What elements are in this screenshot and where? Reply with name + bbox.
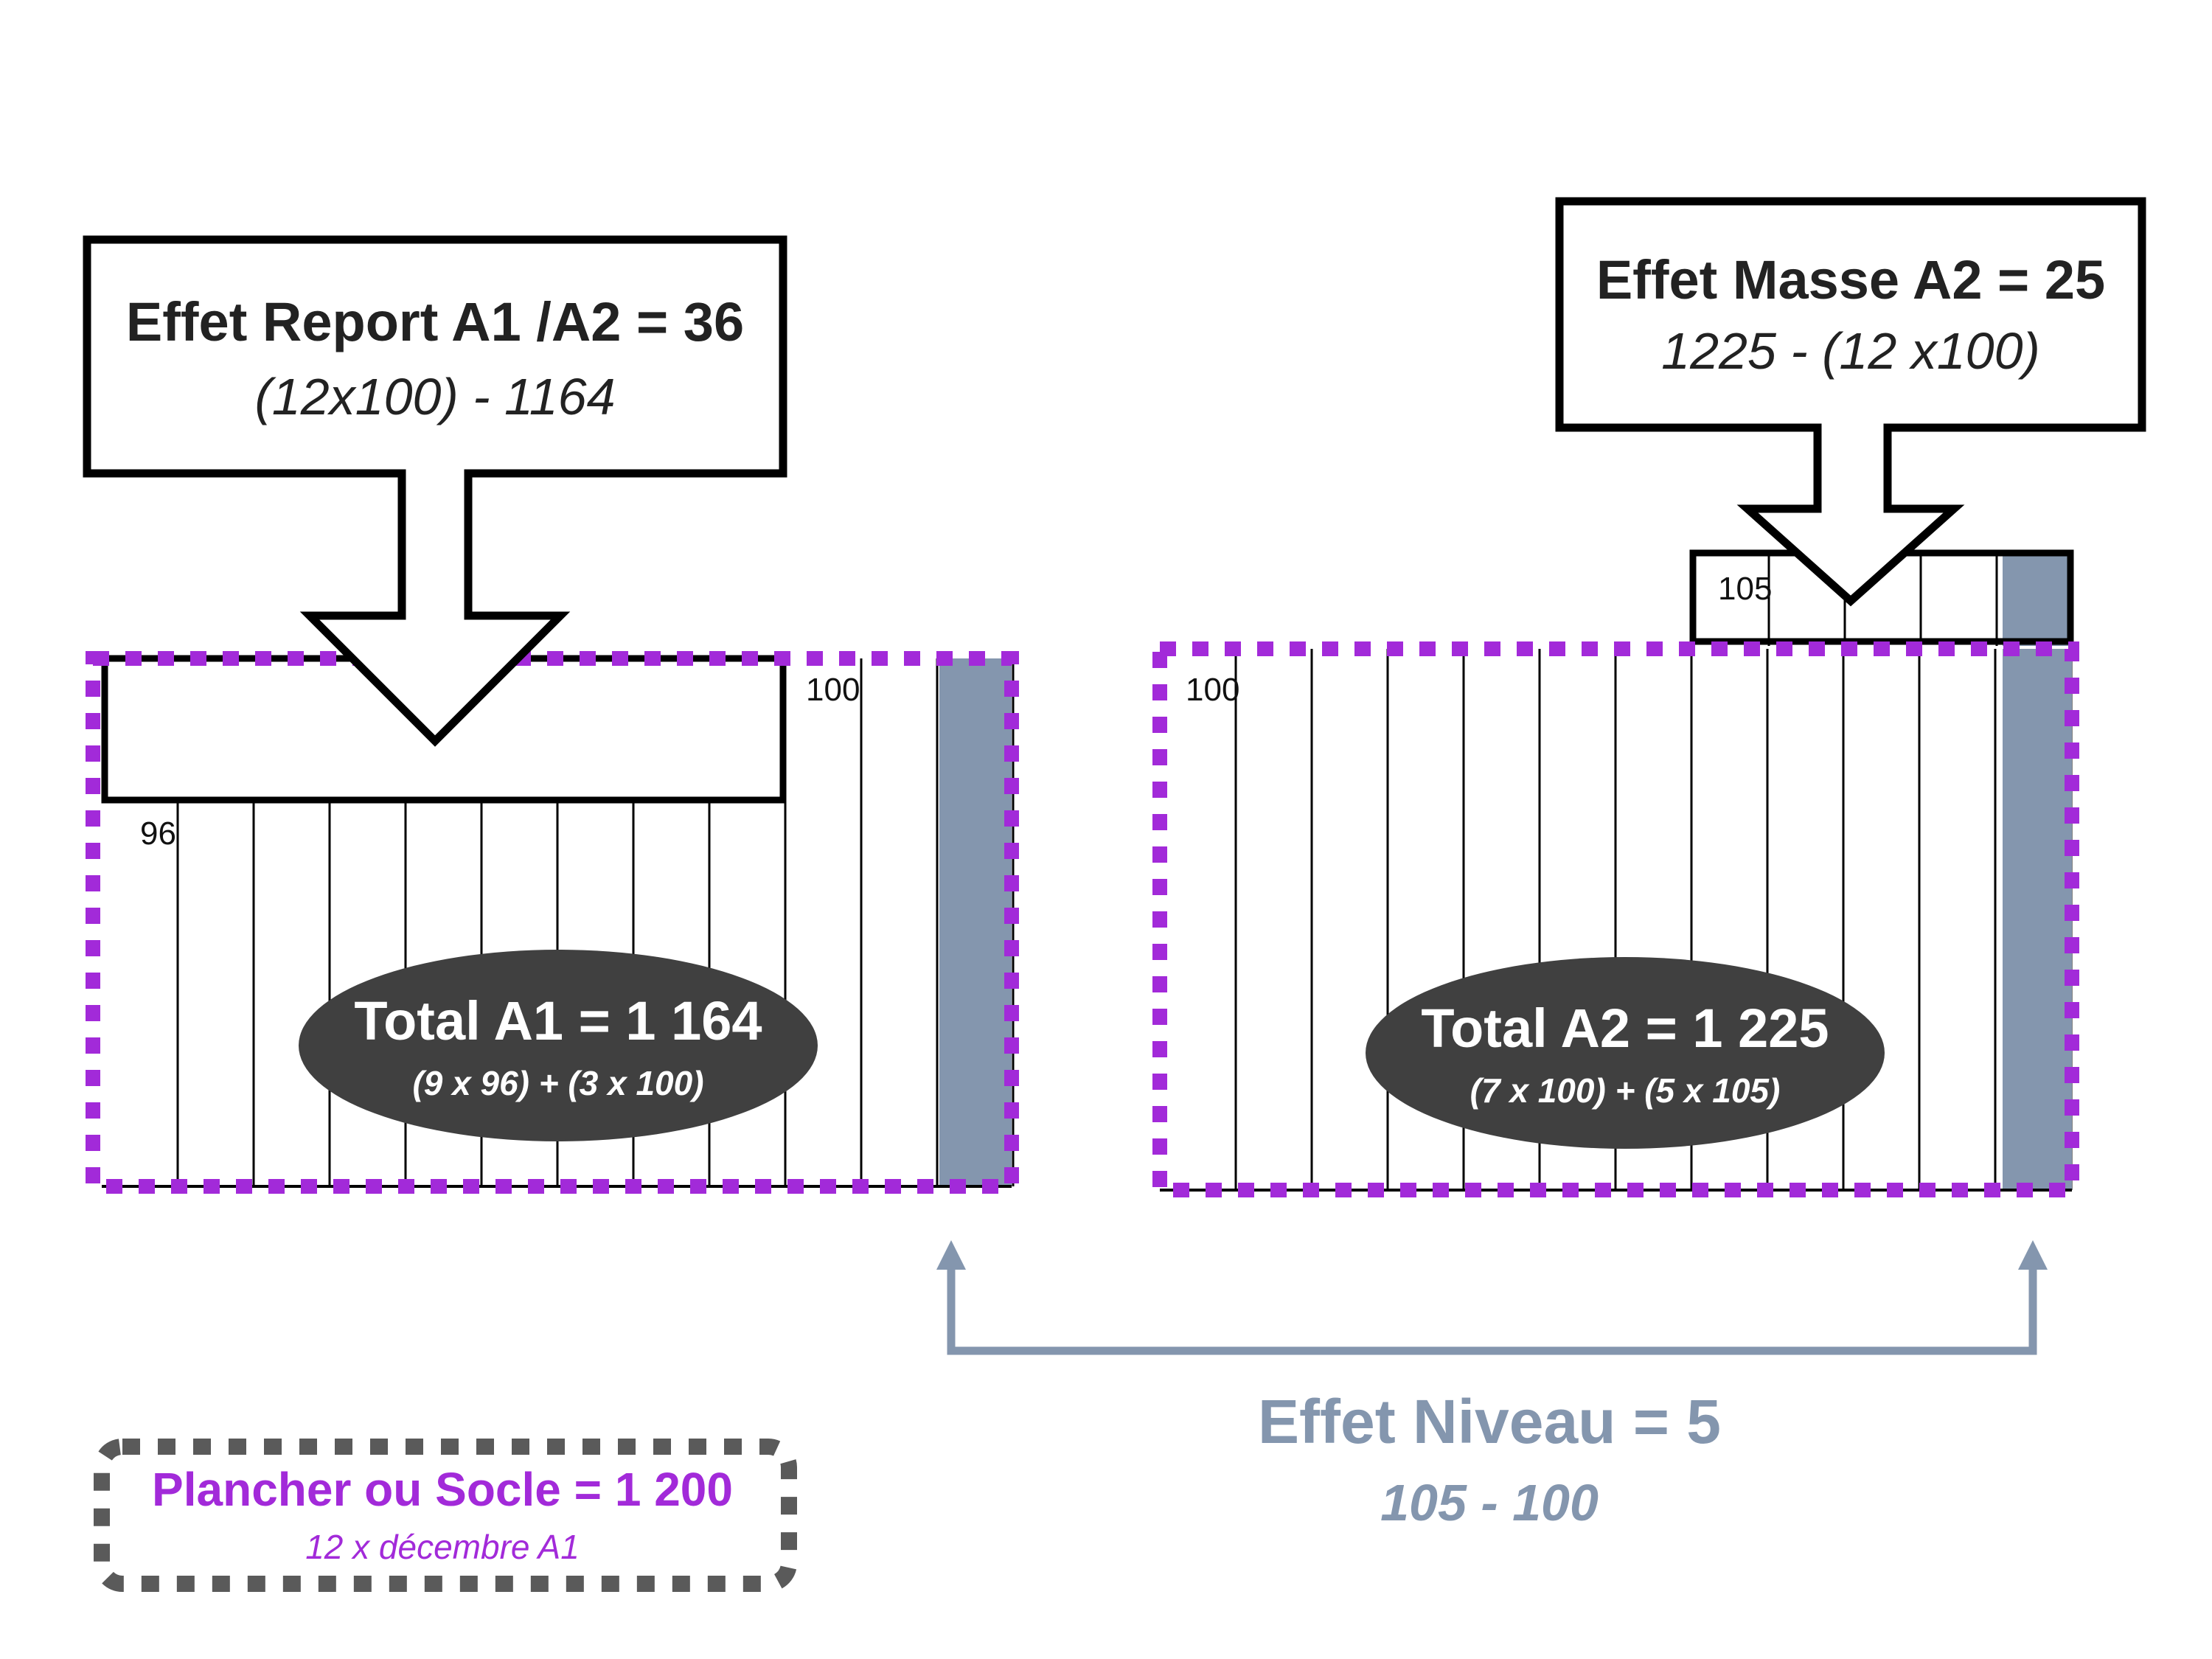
socle-legend-box xyxy=(94,1439,797,1592)
a1-panel: 100 96 Total A1 = 1 164 (9 x 96) + (3 x … xyxy=(86,651,1019,1194)
socle-title: Plancher ou Socle = 1 200 xyxy=(152,1463,733,1516)
masse-title: Effet Masse A2 = 25 xyxy=(1596,249,2105,310)
a1-total-formula: (9 x 96) + (3 x 100) xyxy=(412,1064,703,1102)
report-formula: (12x100) - 1164 xyxy=(254,368,615,425)
a2-label-105: 105 xyxy=(1718,571,1772,607)
a1-socle-outline xyxy=(86,651,1019,1194)
a2-socle-outline xyxy=(1152,641,2079,1197)
masse-formula: 1225 - (12 x100) xyxy=(1661,322,2040,380)
report-arrow-icon xyxy=(83,235,787,747)
socle-legend: Plancher ou Socle = 1 200 12 x décembre … xyxy=(94,1439,797,1592)
niveau-formula: 105 - 100 xyxy=(1380,1474,1599,1531)
a1-label-96: 96 xyxy=(140,815,176,852)
masse-callout: Effet Masse A2 = 25 1225 - (12 x100) xyxy=(1555,197,2146,607)
a2-total-title: Total A2 = 1 225 xyxy=(1421,998,1829,1059)
niveau-right-arrowhead-icon xyxy=(2018,1240,2048,1270)
socle-formula: 12 x décembre A1 xyxy=(305,1528,580,1566)
a1-shaded-column xyxy=(939,658,1012,1186)
report-title: Effet Report A1 /A2 = 36 xyxy=(126,291,744,352)
a1-total-ellipse xyxy=(299,950,818,1141)
a2-shaded-top xyxy=(2003,553,2070,646)
a1-total-title: Total A1 = 1 164 xyxy=(354,990,762,1051)
niveau-title: Effet Niveau = 5 xyxy=(1258,1387,1721,1456)
niveau-bracket xyxy=(947,1261,2037,1355)
niveau-left-arrowhead-icon xyxy=(936,1240,966,1270)
a2-label-100: 100 xyxy=(1186,672,1239,708)
a2-panel: 100 105 Total A2 = 1 225 (7 x 100) + (5 … xyxy=(1152,549,2079,1197)
masse-arrow-icon xyxy=(1555,197,2146,607)
a1-label-100: 100 xyxy=(806,672,860,708)
report-callout: Effet Report A1 /A2 = 36 (12x100) - 1164 xyxy=(83,235,787,747)
a2-total-formula: (7 x 100) + (5 x 105) xyxy=(1470,1071,1781,1110)
a2-shaded-column xyxy=(2003,649,2072,1190)
a2-total-ellipse xyxy=(1366,957,1885,1149)
